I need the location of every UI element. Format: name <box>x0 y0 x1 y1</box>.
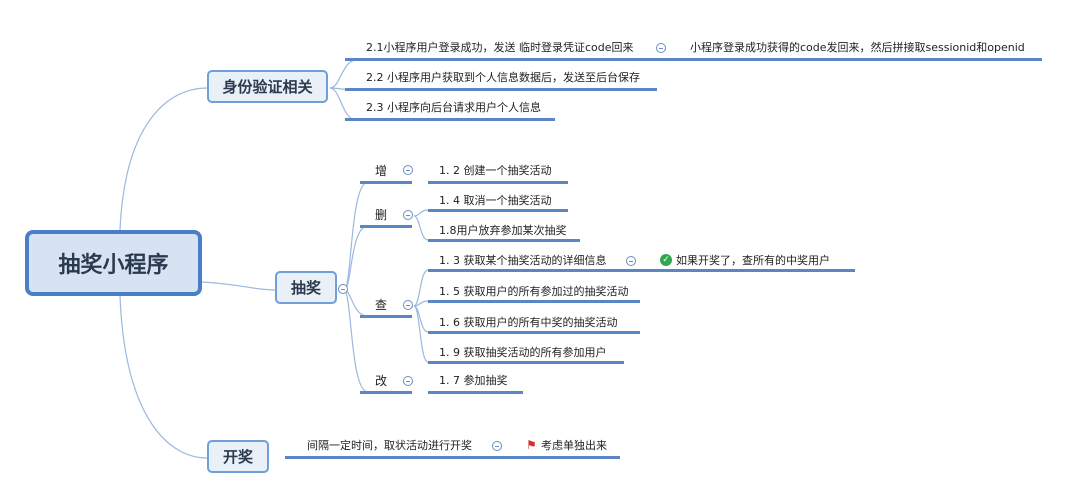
del-item-2-underline <box>428 239 580 242</box>
query-item-2-underline <box>428 300 640 303</box>
cat-edit[interactable]: 改 <box>375 374 388 388</box>
cat-add-underline <box>360 181 412 184</box>
draw-item-underline <box>285 456 515 459</box>
auth-note[interactable]: 小程序登录成功获得的code发回来，然后拼接取sessionid和openid <box>690 41 1025 54</box>
query-item-4[interactable]: 1. 9 获取抽奖活动的所有参加用户 <box>439 346 607 359</box>
check-icon: ✓ <box>660 254 672 266</box>
add-item-1[interactable]: 1. 2 创建一个抽奖活动 <box>439 164 552 177</box>
cat-add[interactable]: 增 <box>375 164 388 178</box>
draw-note[interactable]: 考虑单独出来 <box>541 439 607 452</box>
root-node[interactable]: 抽奖小程序 <box>25 230 202 296</box>
del-item-1[interactable]: 1. 4 取消一个抽奖活动 <box>439 194 552 207</box>
add-item-1-underline <box>428 181 568 184</box>
cat-query-underline <box>360 315 412 318</box>
query-note[interactable]: 如果开奖了，查所有的中奖用户 <box>676 254 830 267</box>
query-item-4-underline <box>428 361 624 364</box>
flag-icon: ⚑ <box>526 438 537 452</box>
auth-item-1[interactable]: 2.1小程序用户登录成功，发送 临时登录凭证code回来 <box>366 41 634 54</box>
draw-note-underline <box>515 456 620 459</box>
collapse-icon[interactable] <box>403 300 413 310</box>
query-note-underline <box>650 269 855 272</box>
draw-node[interactable]: 开奖 <box>207 440 269 473</box>
auth-item-2-underline <box>345 88 657 91</box>
auth-item-3[interactable]: 2.3 小程序向后台请求用户个人信息 <box>366 101 541 114</box>
auth-node[interactable]: 身份验证相关 <box>207 70 328 103</box>
auth-item-3-underline <box>345 118 555 121</box>
auth-item-1-underline <box>345 58 680 61</box>
del-item-2[interactable]: 1.8用户放弃参加某次抽奖 <box>439 224 567 237</box>
edit-item-1-underline <box>428 391 523 394</box>
edit-item-1[interactable]: 1. 7 参加抽奖 <box>439 374 508 387</box>
auth-item-2[interactable]: 2.2 小程序用户获取到个人信息数据后，发送至后台保存 <box>366 71 640 84</box>
draw-item[interactable]: 间隔一定时间，取状活动进行开奖 <box>307 439 472 452</box>
cat-del[interactable]: 删 <box>375 208 388 222</box>
collapse-icon[interactable] <box>403 165 413 175</box>
del-item-1-underline <box>428 209 568 212</box>
query-item-1[interactable]: 1. 3 获取某个抽奖活动的详细信息 <box>439 254 607 267</box>
collapse-icon[interactable] <box>338 284 348 294</box>
collapse-icon[interactable] <box>492 441 502 451</box>
cat-edit-underline <box>360 391 412 394</box>
auth-note-underline <box>680 58 1042 61</box>
collapse-icon[interactable] <box>656 43 666 53</box>
query-item-2[interactable]: 1. 5 获取用户的所有参加过的抽奖活动 <box>439 285 629 298</box>
query-item-1-underline <box>428 269 650 272</box>
cat-del-underline <box>360 225 412 228</box>
query-item-3-underline <box>428 331 640 334</box>
collapse-icon[interactable] <box>403 376 413 386</box>
collapse-icon[interactable] <box>403 210 413 220</box>
cat-query[interactable]: 查 <box>375 298 388 312</box>
lottery-node[interactable]: 抽奖 <box>275 271 337 304</box>
collapse-icon[interactable] <box>626 256 636 266</box>
query-item-3[interactable]: 1. 6 获取用户的所有中奖的抽奖活动 <box>439 316 618 329</box>
